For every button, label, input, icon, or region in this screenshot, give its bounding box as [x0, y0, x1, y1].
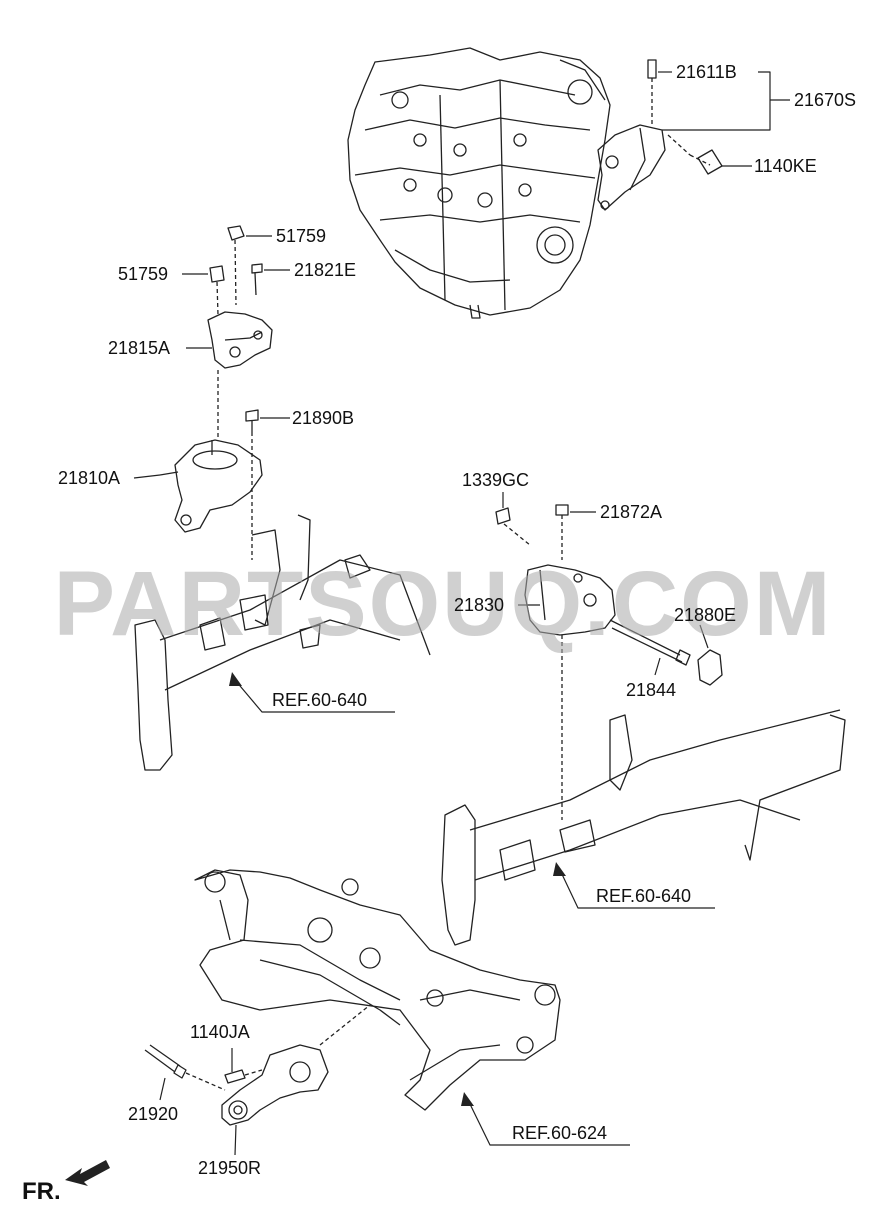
- rod-mount-21950r: [144, 1004, 371, 1126]
- bracket-21670s: [597, 59, 723, 211]
- label-21920[interactable]: 21920: [128, 1104, 179, 1124]
- front-direction-label: FR.: [22, 1178, 61, 1205]
- label-1339gc[interactable]: 1339GC: [462, 470, 530, 490]
- ref-arrows: [229, 672, 566, 1106]
- label-21880e[interactable]: 21880E: [674, 605, 737, 625]
- label-21890b[interactable]: 21890B: [292, 408, 355, 428]
- subframe: [194, 869, 561, 1111]
- label-1140ke[interactable]: 1140KE: [754, 156, 817, 176]
- label-21821e[interactable]: 21821E: [294, 260, 357, 280]
- ref-right-60-640[interactable]: REF.60-640: [596, 886, 692, 906]
- engine-block: [347, 47, 611, 319]
- ref-bottom-60-624[interactable]: REF.60-624: [512, 1123, 608, 1143]
- label-21670s[interactable]: 21670S: [794, 90, 857, 110]
- label-51759-top[interactable]: 51759: [276, 226, 327, 246]
- label-21950r[interactable]: 21950R: [198, 1158, 262, 1178]
- right-frame-rail: [441, 709, 846, 946]
- left-frame-rail: [134, 514, 431, 771]
- front-arrow-icon: [65, 1160, 110, 1186]
- label-21830[interactable]: 21830: [454, 595, 505, 615]
- label-21611b[interactable]: 21611B: [676, 62, 737, 82]
- label-21815a[interactable]: 21815A: [108, 338, 171, 358]
- label-21844[interactable]: 21844: [626, 680, 677, 700]
- right-mount-assembly: [495, 504, 723, 820]
- label-21872a[interactable]: 21872A: [600, 502, 663, 522]
- label-51759-left[interactable]: 51759: [118, 264, 169, 284]
- label-1140ja[interactable]: 1140JA: [190, 1022, 250, 1042]
- left-mount-assembly: [159, 225, 273, 560]
- ref-left-60-640[interactable]: REF.60-640: [272, 690, 368, 710]
- leader-lines: [133, 71, 790, 1156]
- label-21810a[interactable]: 21810A: [58, 468, 121, 488]
